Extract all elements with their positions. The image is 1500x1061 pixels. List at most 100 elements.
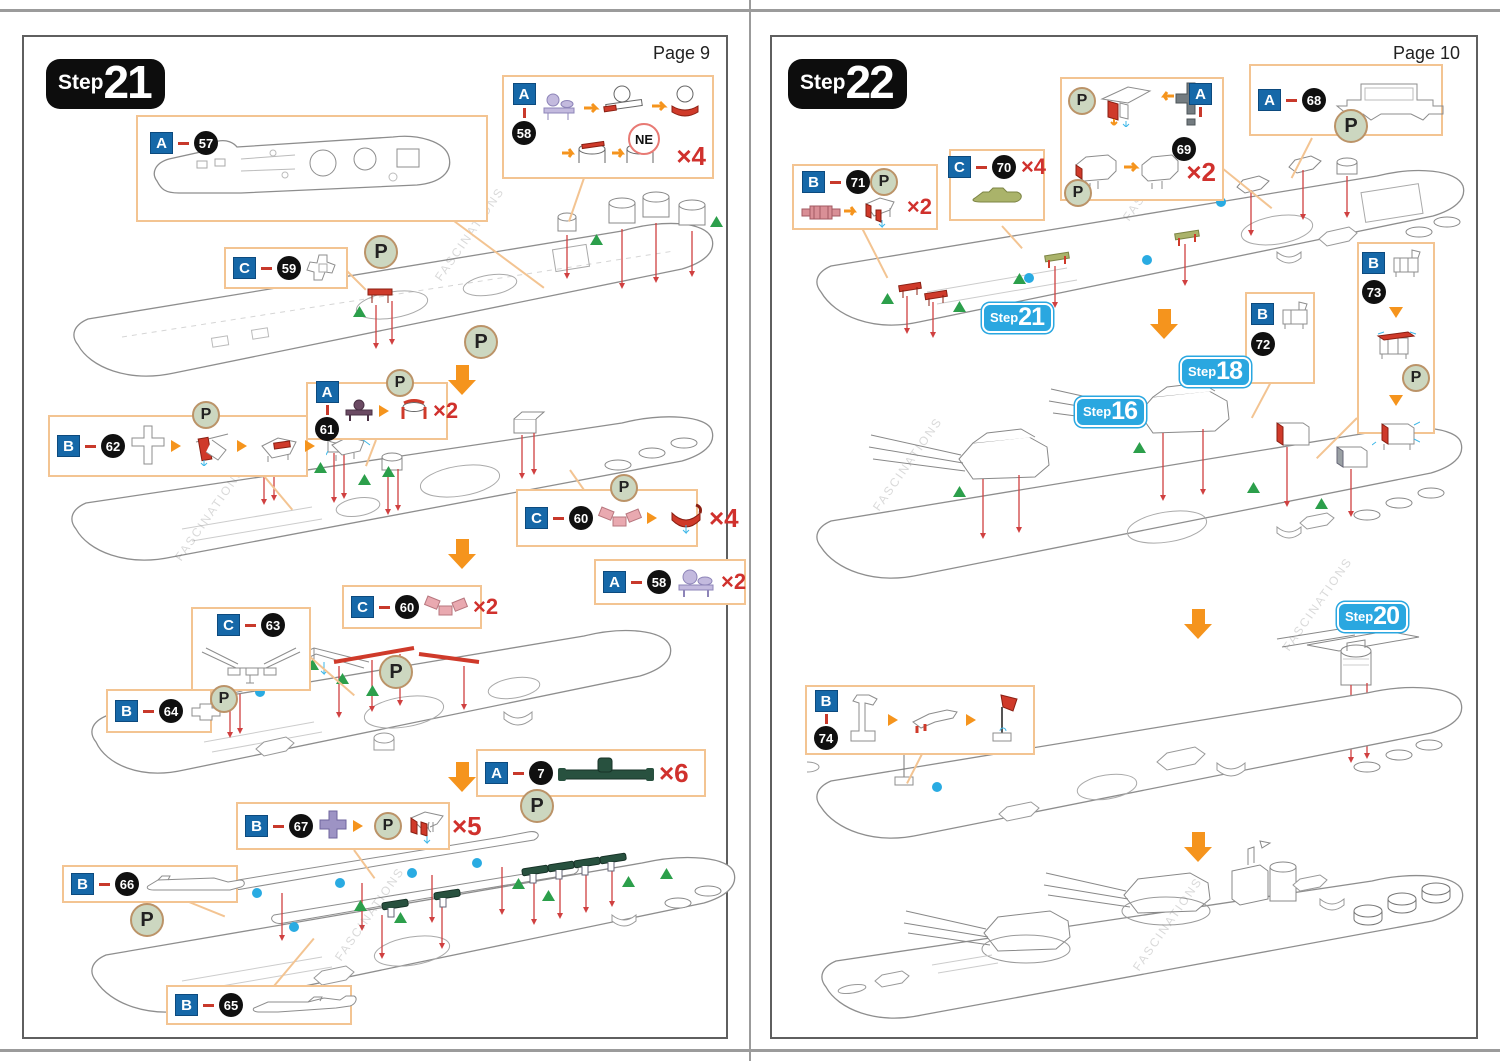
hull-outline [73, 222, 714, 377]
callout-part-c60-x4: C 60 ×4 P [516, 474, 739, 547]
part-b62-flat [131, 425, 165, 465]
callout-part-a61: A 61 ×2 P [306, 369, 458, 441]
sheet-letter-badge: A [603, 571, 626, 593]
callout-part-a7-x6: A 7 ×6 [476, 749, 706, 797]
part-b66-drawing [146, 875, 245, 891]
part-number-badge: 66 [115, 872, 139, 896]
step-word: Step [800, 70, 846, 94]
part-c63-drawing [201, 647, 301, 684]
sheet-letter-badge: A [512, 83, 536, 105]
arrow-right-icon [353, 820, 369, 832]
hull-outline [91, 856, 736, 1013]
hole-markers [252, 858, 482, 932]
arrow-down-icon [448, 539, 476, 569]
dash [379, 605, 390, 609]
part-id: A 58 [512, 83, 536, 145]
attached-pot-part [557, 212, 577, 232]
arrow-down-icon [448, 365, 476, 395]
step-ref-word: Step [990, 310, 1019, 325]
part-b73-done [1372, 421, 1420, 450]
dash [85, 444, 96, 448]
press-fold-marker: P [1068, 87, 1096, 115]
dash [522, 108, 526, 118]
stern-rings [1353, 882, 1451, 926]
quantity-multiplier: ×4 [709, 503, 739, 533]
part-id: B [1362, 248, 1424, 278]
arrow-right-icon [966, 714, 982, 726]
press-fold-marker: P [520, 789, 554, 823]
arrow-right-icon [171, 440, 187, 452]
alignment-triangles [881, 273, 1026, 312]
part-number-badge: 61 [315, 417, 339, 441]
funnel-cap-parts [608, 191, 706, 226]
part-a61-flat [345, 399, 373, 421]
part-number-badge: 72 [1251, 332, 1275, 356]
hull-outline [91, 629, 672, 774]
sheet-letter-badge: B [1362, 252, 1385, 274]
step-ref-word: Step [1083, 404, 1112, 419]
quantity-multiplier: ×2 [433, 398, 459, 423]
sheet-letter-badge: A [485, 762, 508, 784]
part-number-badge: 64 [159, 699, 183, 723]
step-number: 21 [103, 56, 153, 108]
part-b71-done [865, 197, 895, 228]
part-b74-flat [850, 694, 878, 742]
sheet-letter-badge: B [57, 435, 80, 457]
step-ref-number: 16 [1111, 397, 1138, 425]
sheet-letter-badge: B [71, 873, 94, 895]
part-number-badge: 62 [101, 434, 125, 458]
pin-arrowheads [373, 271, 695, 349]
part-number-badge: 67 [289, 814, 313, 838]
dash [975, 165, 987, 169]
part-number-badge: 70 [991, 155, 1016, 179]
stern-deck-clutter [1276, 216, 1461, 264]
dash [143, 709, 154, 713]
part-b67-flat [319, 810, 347, 839]
hull-drawing-step22-a [816, 155, 1465, 338]
pin-arrowheads [980, 489, 1354, 539]
sheet-letter-badge: C [525, 507, 548, 529]
press-fold-marker: P [386, 369, 414, 397]
part-number-badge: 68 [1302, 88, 1326, 112]
pin-guide-lines [982, 429, 1352, 533]
callout-part-a58-x2: A 58 ×2 [594, 559, 746, 605]
bow-details [837, 954, 999, 995]
dash [513, 771, 524, 775]
step-ref-number: 18 [1216, 357, 1243, 385]
pin-guide-lines [906, 170, 1348, 332]
sheet-letter-badge: A [1189, 83, 1212, 105]
hull-outline [816, 169, 1465, 326]
attached-olive-tables [1044, 229, 1200, 268]
hull-outline [816, 686, 1463, 839]
sheet-letter-badge: A [1258, 89, 1281, 111]
dash [245, 623, 256, 627]
part-number-badge: 60 [569, 506, 593, 530]
turret-step16 [868, 428, 1050, 480]
dash [273, 824, 284, 828]
turret-aft [1043, 872, 1211, 926]
attached-red-part [367, 288, 393, 303]
dash [203, 1003, 214, 1007]
quantity-multiplier: ×2 [1186, 157, 1216, 187]
hull-outline [71, 416, 714, 561]
part-id: B 71 [802, 170, 870, 194]
press-fold-marker: P [364, 235, 398, 269]
press-fold-marker: P [210, 685, 238, 713]
ne-marker: NE [628, 123, 660, 155]
superstructure [1231, 840, 1345, 911]
part-c60-done [671, 503, 702, 535]
sheet-letter-badge: B [245, 815, 268, 837]
callout-part-b71-x2: B 71 P ×2 [792, 164, 938, 230]
part-number-badge: 58 [512, 121, 536, 145]
quantity-multiplier: ×4 [1020, 154, 1047, 179]
radar-tower-step20 [1276, 626, 1420, 686]
quantity-multiplier: ×2 [906, 194, 932, 219]
step-number: 22 [845, 56, 895, 108]
stern-structures [313, 885, 722, 986]
part-c60-drawing [424, 595, 468, 616]
pin-guide-lines [229, 654, 465, 732]
